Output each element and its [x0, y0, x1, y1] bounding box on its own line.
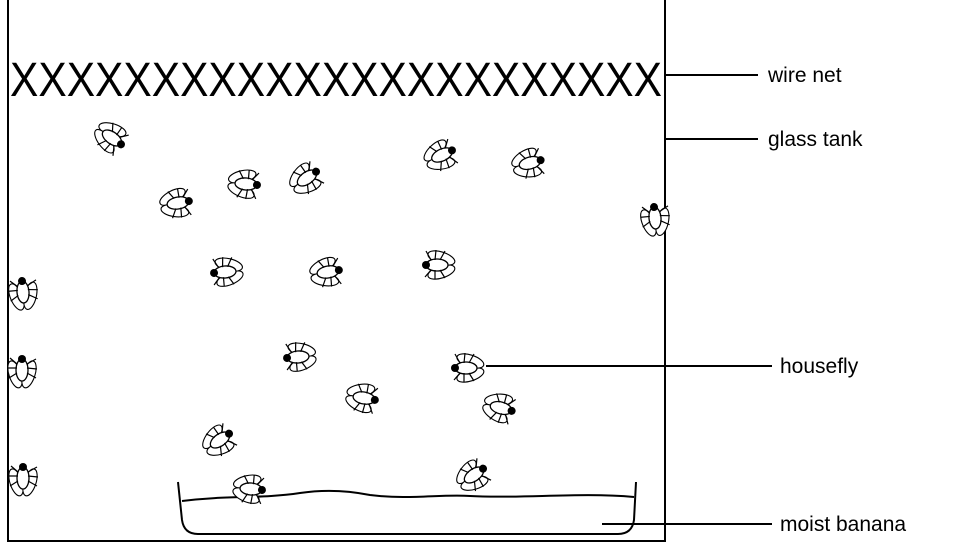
- housefly: [448, 452, 496, 500]
- housefly: [225, 165, 262, 202]
- housefly: [281, 155, 329, 203]
- housefly: [306, 253, 346, 293]
- housefly: [637, 202, 674, 239]
- wire-net: XXXXXXXXXXXXXXXXXXXXXXX: [10, 54, 662, 107]
- housefly: [417, 133, 463, 178]
- housefly: [86, 113, 134, 161]
- housefly: [507, 143, 549, 185]
- housefly: [282, 338, 319, 375]
- housefly: [194, 417, 242, 465]
- housefly-label: housefly: [780, 355, 859, 378]
- housefly: [230, 470, 267, 507]
- housefly: [5, 276, 42, 313]
- moist-banana-label: moist banana: [780, 513, 906, 536]
- houseflies: [5, 113, 674, 507]
- housefly: [209, 253, 246, 290]
- housefly: [451, 351, 486, 385]
- wire-net-label: wire net: [767, 64, 842, 87]
- housefly: [342, 378, 382, 418]
- housefly: [422, 248, 457, 282]
- housefly: [5, 355, 39, 390]
- housefly: [478, 386, 520, 428]
- glass-tank-label: glass tank: [768, 128, 863, 151]
- housefly: [156, 184, 196, 224]
- housefly: [6, 463, 40, 498]
